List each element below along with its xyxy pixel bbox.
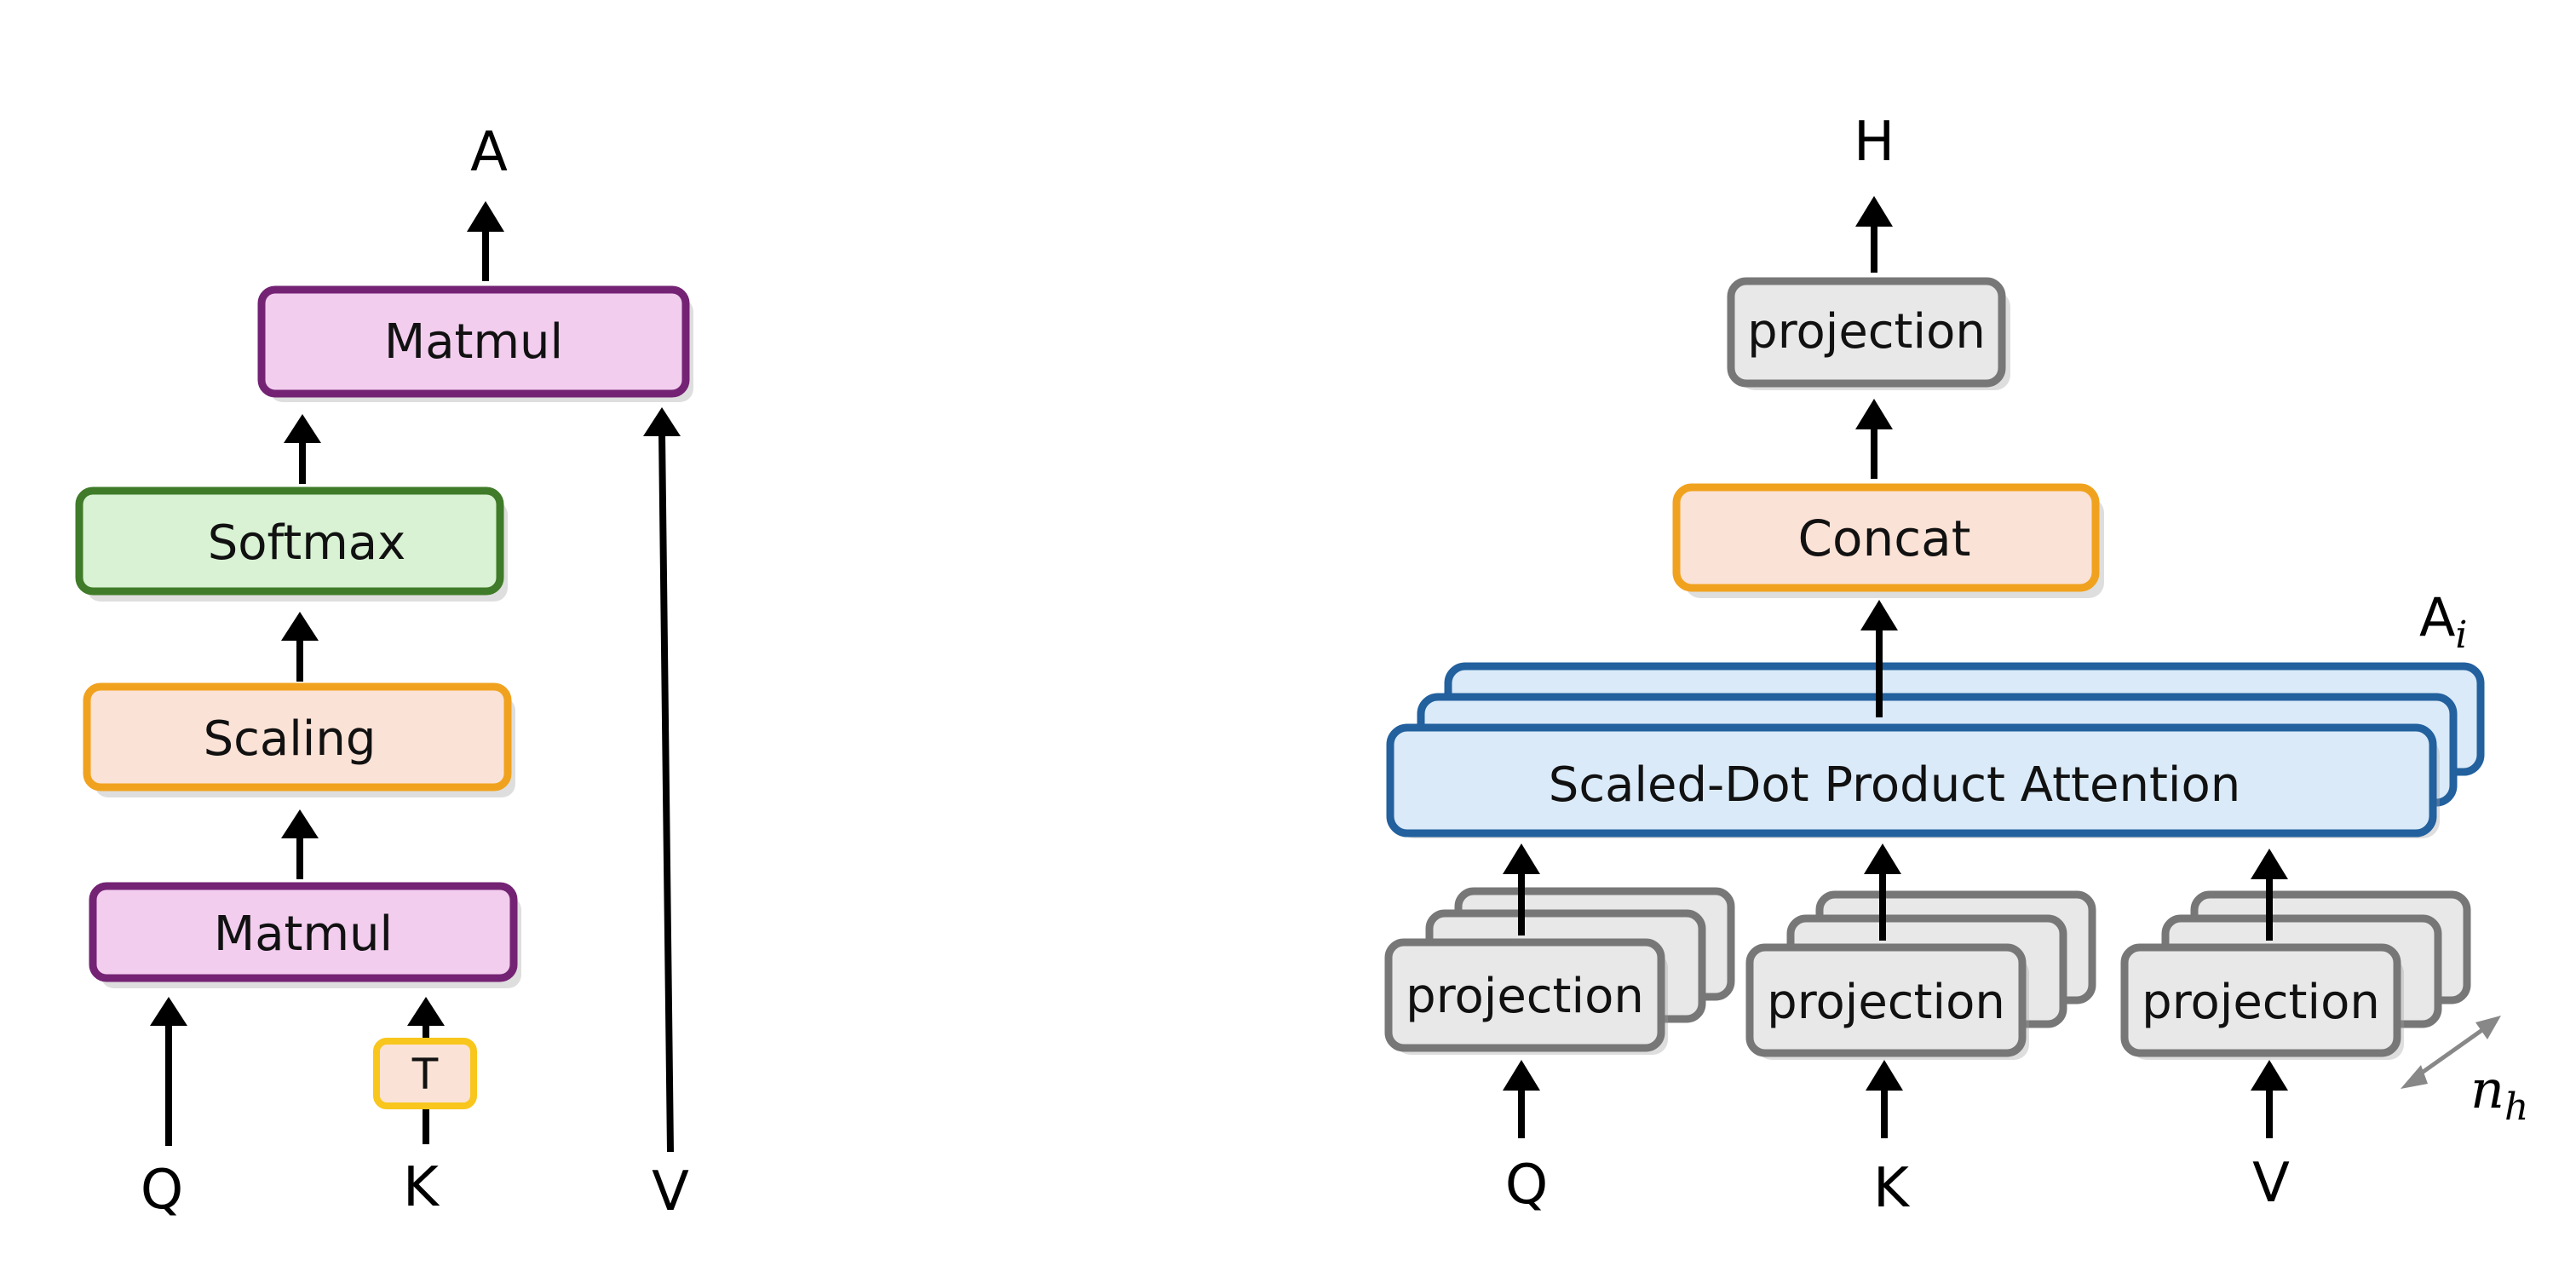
head-label: Ai bbox=[2419, 586, 2468, 657]
concat-box[interactable] bbox=[1672, 483, 2100, 592]
concat-label: Concat bbox=[1798, 509, 1971, 567]
scaling-label: Scaling bbox=[204, 711, 377, 767]
heads-depth-arrow bbox=[2414, 1025, 2487, 1079]
projection-top-box[interactable] bbox=[1727, 277, 2006, 388]
arrowhead-output-h bbox=[1855, 196, 1893, 227]
projection-stack-k[interactable]: projection bbox=[1745, 890, 2096, 1060]
arrowhead-attention-v bbox=[2251, 849, 2288, 879]
projection-q-label: projection bbox=[1406, 969, 1644, 1024]
transpose-label: T bbox=[411, 1050, 439, 1099]
matmul-bottom-box[interactable] bbox=[89, 882, 518, 982]
right-output-h-label: H bbox=[1854, 111, 1895, 174]
left-input-v-label: V bbox=[652, 1160, 689, 1223]
projection-top-label: projection bbox=[1747, 304, 1986, 360]
arrowhead-concat bbox=[1860, 600, 1898, 630]
heads-depth-arrowhead-low bbox=[2401, 1065, 2428, 1089]
heads-depth-arrowhead-high bbox=[2475, 1016, 2501, 1039]
left-input-q-label: Q bbox=[141, 1159, 183, 1222]
concat-block[interactable]: Concat bbox=[1672, 483, 2104, 598]
matmul-top-box[interactable] bbox=[257, 285, 690, 398]
matmul-bottom-label: Matmul bbox=[214, 907, 393, 962]
arrowhead-output-a bbox=[467, 201, 504, 232]
right-input-v-label: V bbox=[2252, 1152, 2290, 1215]
left-output-a-label: A bbox=[470, 121, 508, 184]
attention-stack[interactable]: Scaled-Dot Product Attention bbox=[1386, 662, 2485, 838]
left-diagram: Matmul Softmax Scaling Matmul T A Q K V bbox=[75, 121, 693, 1223]
head-label-base: A bbox=[2419, 586, 2455, 648]
heads-count-label: nh bbox=[2470, 1058, 2528, 1129]
projection-top-block[interactable]: projection bbox=[1727, 277, 2010, 390]
softmax-box[interactable] bbox=[75, 486, 504, 596]
arrowhead-v bbox=[643, 407, 681, 436]
projection-v-box[interactable] bbox=[2120, 943, 2401, 1057]
projection-k-box[interactable] bbox=[1745, 943, 2027, 1057]
projection-q-box[interactable] bbox=[1384, 938, 1665, 1052]
attention-label: Scaled-Dot Product Attention bbox=[1549, 757, 2240, 813]
left-arrows bbox=[150, 201, 681, 1153]
arrow-v-to-matmul bbox=[658, 432, 674, 1153]
matmul-bottom-block[interactable]: Matmul bbox=[89, 882, 521, 988]
scaling-box[interactable] bbox=[83, 682, 512, 792]
heads-count-base: n bbox=[2470, 1058, 2504, 1120]
projection-v-label: projection bbox=[2142, 975, 2380, 1030]
right-input-k-label: K bbox=[1873, 1157, 1911, 1220]
arrowhead-k bbox=[407, 997, 445, 1026]
right-arrows bbox=[1503, 196, 2501, 1138]
projection-stack-v[interactable]: projection bbox=[2120, 890, 2471, 1060]
arrowhead-projq bbox=[1503, 1060, 1540, 1091]
matmul-top-block[interactable]: Matmul bbox=[257, 285, 693, 402]
arrowhead-attention-q bbox=[1503, 843, 1540, 874]
arrowhead-projtop bbox=[1855, 399, 1893, 429]
head-label-sub: i bbox=[2455, 613, 2467, 657]
projection-k-label: projection bbox=[1767, 975, 2005, 1030]
arrowhead-q bbox=[150, 997, 187, 1026]
softmax-label: Softmax bbox=[208, 515, 406, 571]
left-input-k-label: K bbox=[403, 1156, 440, 1219]
softmax-block[interactable]: Softmax bbox=[75, 486, 508, 602]
arrowhead-projk bbox=[1866, 1060, 1903, 1091]
scaling-block[interactable]: Scaling bbox=[83, 682, 515, 797]
heads-count-sub: h bbox=[2504, 1085, 2528, 1129]
transpose-block[interactable]: T bbox=[373, 1038, 477, 1109]
matmul-top-label: Matmul bbox=[384, 314, 563, 370]
arrowhead-projv bbox=[2251, 1060, 2288, 1091]
arrowhead-attention-k bbox=[1864, 843, 1901, 874]
right-input-q-label: Q bbox=[1505, 1154, 1548, 1217]
arrowhead-softmax bbox=[281, 612, 319, 641]
projection-stack-q[interactable]: projection bbox=[1384, 887, 1735, 1055]
attention-box[interactable] bbox=[1386, 723, 2437, 838]
right-diagram: projection projection projection Scaled-… bbox=[1384, 111, 2528, 1220]
arrowhead-matmul-top bbox=[284, 414, 321, 443]
arrowhead-scaling bbox=[281, 809, 319, 838]
transpose-box[interactable] bbox=[373, 1038, 477, 1109]
